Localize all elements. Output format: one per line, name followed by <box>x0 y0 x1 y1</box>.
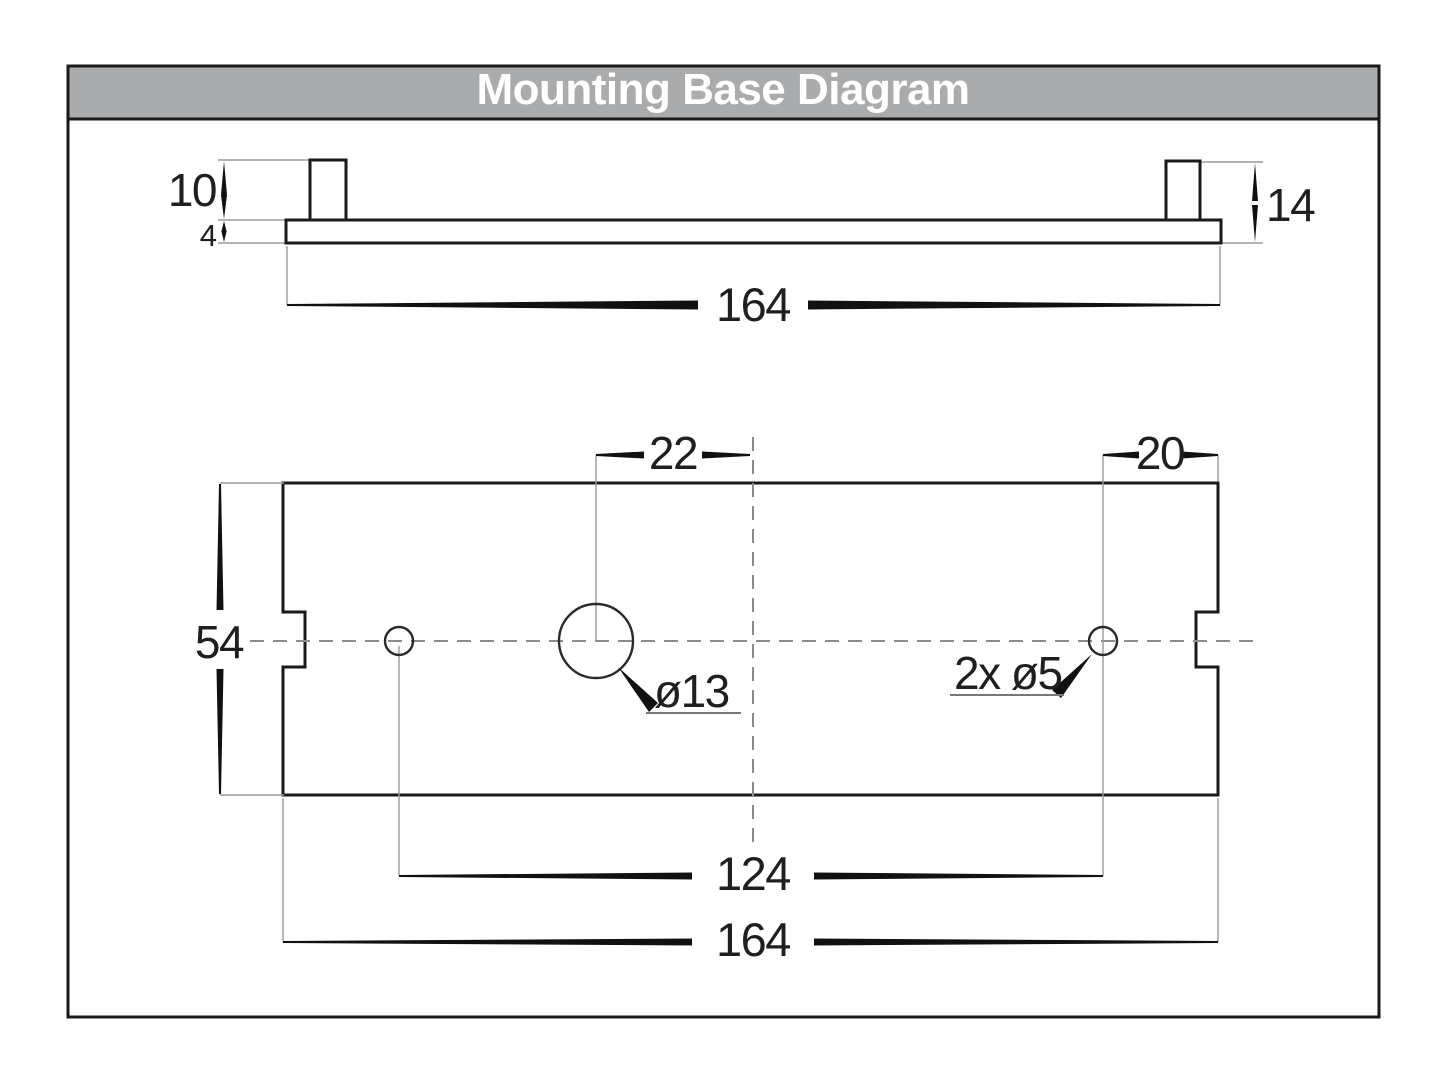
label-mount-holes: 2x ø5 <box>954 647 1062 699</box>
dim-arrow <box>216 484 224 610</box>
dim-depth: 54 <box>195 616 244 668</box>
top-view: 10 4 14 164 <box>168 158 1317 331</box>
dim-arrow <box>814 872 1103 880</box>
dim-arrow <box>287 300 698 310</box>
right-peg <box>1164 159 1202 222</box>
center-hole <box>557 602 635 680</box>
dim-peg-height: 10 <box>168 164 216 216</box>
dim-arrow <box>1252 163 1258 201</box>
leader-arrow <box>618 667 658 712</box>
dim-hole-spacing: 124 <box>716 847 790 900</box>
left-peg <box>308 158 348 222</box>
dim-arrow <box>596 451 644 459</box>
left-mount-hole <box>383 625 415 657</box>
dim-arrow <box>399 872 692 880</box>
dim-hole-to-edge: 20 <box>1136 427 1184 479</box>
dim-arrow <box>216 669 224 794</box>
dim-plate-thickness: 4 <box>200 218 217 253</box>
dim-arrow <box>283 938 692 946</box>
title-bar <box>66 64 1381 121</box>
dim-arrow <box>1182 451 1218 459</box>
bottom-view: 22 20 54 ø13 2x ø5 124 164 <box>195 427 1256 966</box>
dim-overall-width-bottom: 164 <box>716 913 790 966</box>
dim-arrow <box>221 195 227 219</box>
right-mount-hole <box>1087 625 1119 657</box>
base-plate-plan <box>281 481 1220 797</box>
dim-hole-to-centerline: 22 <box>649 427 697 479</box>
dim-arrow <box>221 221 227 232</box>
leader-arrow <box>1052 654 1092 698</box>
dim-arrow <box>1252 205 1258 242</box>
dim-arrow <box>221 231 227 242</box>
label-center-hole: ø13 <box>654 665 729 717</box>
dim-arrow <box>1103 451 1139 459</box>
dim-arrow <box>221 161 227 195</box>
page-title: Mounting Base Diagram <box>476 65 969 114</box>
dim-arrow <box>814 938 1218 946</box>
base-plate-profile <box>284 218 1223 245</box>
dim-arrow <box>808 300 1220 310</box>
dim-overall-width-top: 164 <box>716 278 790 331</box>
dim-total-height: 14 <box>1266 179 1315 231</box>
dim-arrow <box>702 451 750 459</box>
